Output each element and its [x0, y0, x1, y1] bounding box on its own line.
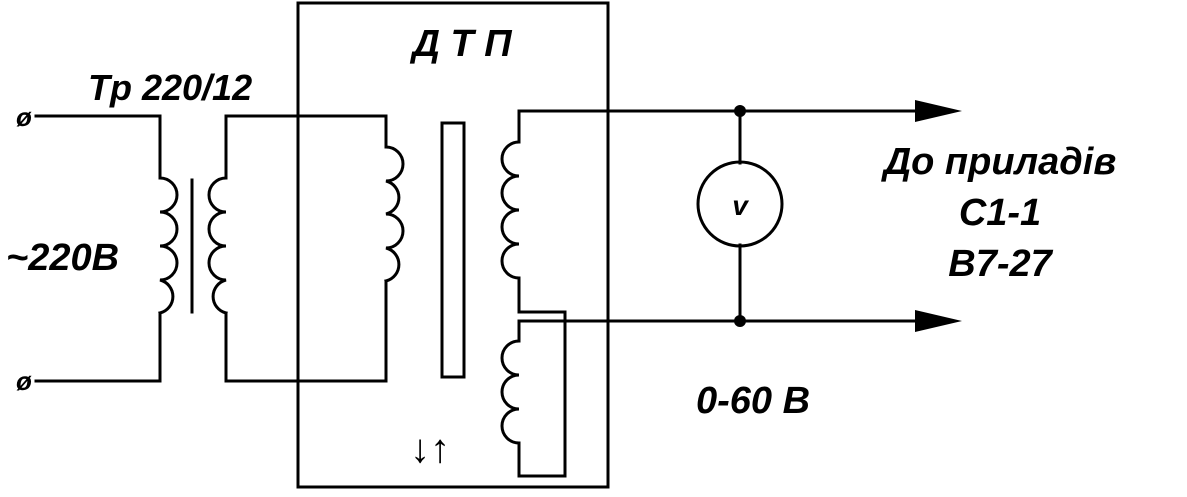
output-arrow-head-top: [915, 100, 962, 122]
destination-line-2: C1-1: [959, 192, 1041, 234]
input-terminal-bottom: ø: [16, 366, 32, 396]
tp-secondary-coil: [207, 176, 228, 315]
voltmeter-circle: [696, 160, 784, 248]
dtp-enclosure: [296, 1, 610, 489]
mains-label: ~220B: [6, 237, 119, 279]
primary-wire-top: [34, 114, 162, 180]
adjust-arrows-icon: ↓↑: [410, 427, 450, 471]
dtp-secondary-coil-upper: [500, 140, 521, 280]
destination-line-1: До приладів: [881, 141, 1117, 183]
dtp-secondary-loop: [517, 276, 567, 478]
dtp-label: Д Т П: [409, 23, 512, 65]
dtp-core: [440, 121, 466, 379]
tp-secondary-wire-bottom: [224, 279, 388, 383]
destination-line-3: B7-27: [948, 243, 1053, 285]
primary-wire-bottom: [34, 311, 162, 383]
output-wire-bottom: [517, 319, 882, 343]
voltmeter-label: v: [732, 190, 749, 221]
tp-primary-coil: [158, 176, 179, 315]
dtp-secondary-coil-lower: [500, 339, 521, 445]
junction-bottom: [734, 315, 746, 327]
tp-secondary-wire-top: [224, 114, 388, 180]
dtp-primary-coil: [384, 145, 405, 283]
transformer-label: Tp 220/12: [88, 67, 252, 108]
output-range-label: 0-60 B: [696, 380, 810, 422]
output-wire-top: [517, 109, 882, 144]
junction-top: [734, 105, 746, 117]
input-terminal-top: ø: [16, 102, 32, 132]
output-arrow-head-bottom: [915, 310, 962, 332]
